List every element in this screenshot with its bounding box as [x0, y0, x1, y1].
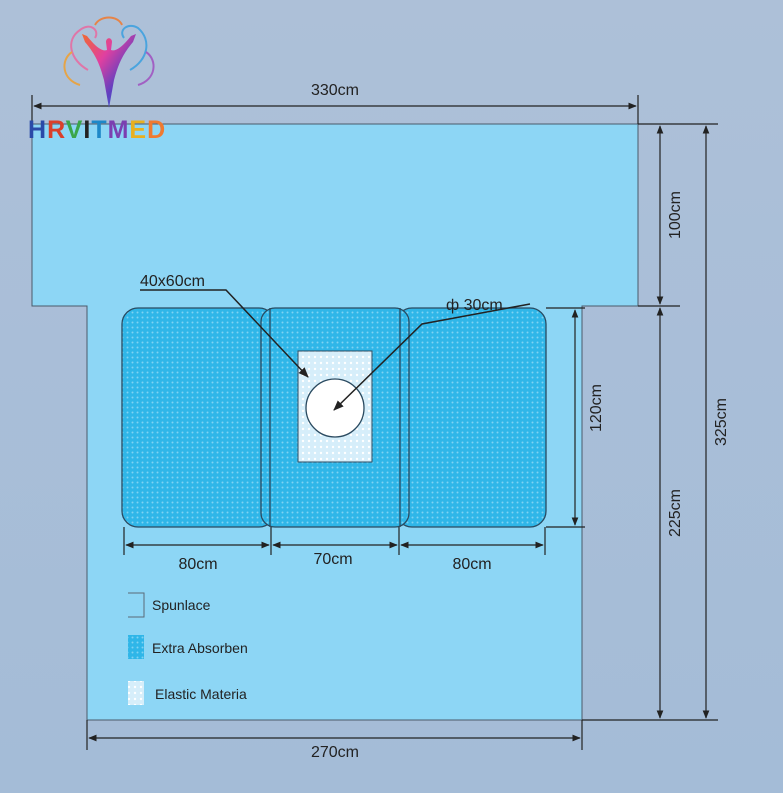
dim-right-width: 80cm	[452, 556, 491, 573]
logo-letter: M	[108, 116, 130, 144]
logo-figure-icon	[82, 34, 136, 108]
svg-text:HRVITMED: HRVITMED	[28, 116, 166, 144]
dim-total-height: 325cm	[713, 398, 730, 446]
legend-swatch-spunlace	[128, 592, 145, 618]
legend: Spunlace Extra Absorben Elastic Materia	[128, 592, 248, 705]
legend-swatch-absorbent	[128, 635, 144, 659]
legend-label-absorbent: Extra Absorben	[152, 640, 248, 656]
logo-letter: I	[83, 116, 91, 144]
logo-letter: T	[91, 116, 107, 144]
absorbent-panel-left	[121, 307, 276, 528]
logo-letter: H	[28, 116, 47, 144]
dim-bottom-width: 270cm	[311, 744, 359, 761]
legend-label-spunlace: Spunlace	[152, 597, 211, 613]
legend-swatch-elastic	[128, 681, 144, 705]
logo-letter: E	[129, 116, 147, 144]
logo-letter: R	[47, 116, 66, 144]
dim-top-height: 100cm	[667, 191, 684, 239]
dim-middle-width: 70cm	[313, 551, 352, 568]
fenestration-label: ф 30cm	[446, 297, 503, 314]
absorbent-panel-right	[395, 307, 547, 528]
dim-total-width: 330cm	[311, 82, 359, 99]
legend-label-elastic: Elastic Materia	[155, 686, 247, 702]
dim-absorbent-height: 120cm	[588, 384, 605, 432]
logo-letter: V	[66, 116, 84, 144]
elastic-size-label: 40x60cm	[140, 273, 205, 290]
dim-lower-height: 225cm	[667, 489, 684, 537]
brand-logo: HRVITMED	[28, 16, 166, 144]
logo-letter: D	[147, 116, 166, 144]
dim-left-width: 80cm	[178, 556, 217, 573]
